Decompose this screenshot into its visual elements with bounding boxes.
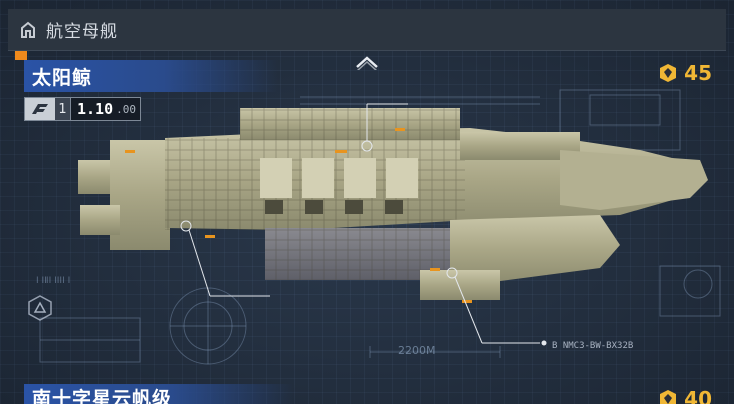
spec-label: B NMC3-BW-BX32B <box>552 341 634 351</box>
next-cost-value: 40 <box>684 387 712 404</box>
cost-value: 45 <box>684 61 712 85</box>
accent-marker <box>15 51 27 60</box>
home-icon[interactable] <box>20 21 36 39</box>
version-badge: 1 1.10 .00 <box>24 97 141 121</box>
scale-label: 2200M <box>398 344 436 357</box>
command-point-icon <box>660 64 677 82</box>
page-title: 航空母舰 <box>46 22 118 42</box>
top-header: 航空母舰 <box>8 9 726 51</box>
ship-name-banner[interactable]: 太阳鲸 <box>24 60 278 92</box>
version-minor: .00 <box>116 102 136 116</box>
version-number: 1.10 .00 <box>71 98 140 120</box>
next-ship-banner[interactable]: 南十字星云帆级 <box>24 384 294 404</box>
tier-value: 1 <box>55 98 71 120</box>
ship-name: 太阳鲸 <box>32 66 93 89</box>
blueprint-annotation: Ⅰ ⅠⅡⅠ ⅠⅠⅠⅠ Ⅰ <box>36 276 71 286</box>
version-major: 1.10 <box>77 100 114 118</box>
next-ship-name: 南十字星云帆级 <box>32 388 173 404</box>
manufacturer-logo-icon <box>25 98 55 120</box>
ship-cost: 45 <box>658 60 712 86</box>
next-ship-cost: 40 <box>658 386 712 404</box>
command-point-icon <box>660 390 677 404</box>
chevron-up-icon[interactable] <box>354 54 380 70</box>
triangle-hexagon-icon[interactable] <box>26 294 54 322</box>
